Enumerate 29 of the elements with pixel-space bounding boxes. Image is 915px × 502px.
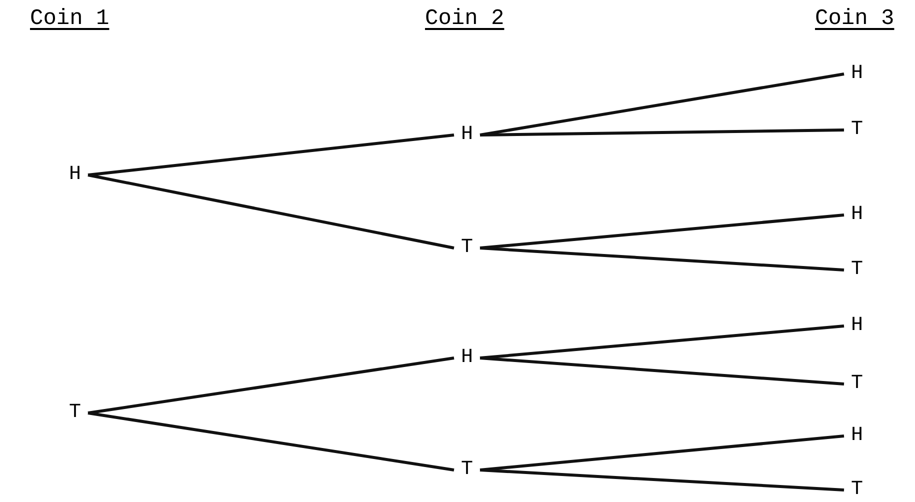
column-heading: Coin 2	[425, 8, 504, 30]
branch-line	[480, 324, 844, 360]
column-heading: Coin 1	[30, 8, 110, 30]
branch-line	[480, 468, 844, 492]
branch-line	[88, 412, 454, 472]
outcome-letter: T	[844, 116, 870, 144]
outcome-letter: H	[844, 422, 870, 450]
branch-line	[480, 72, 844, 136]
outcome-letter: T	[844, 370, 870, 398]
outcome-letter: T	[454, 234, 480, 262]
branch-line	[480, 356, 844, 386]
outcome-letter: H	[454, 121, 480, 149]
outcome-letter: T	[844, 256, 870, 284]
branch-line	[480, 214, 844, 250]
outcome-letter: H	[844, 60, 870, 88]
branch-line	[480, 434, 844, 472]
branch-line	[88, 174, 454, 250]
branch-line	[480, 128, 844, 136]
branch-line	[480, 246, 844, 272]
outcome-letter: T	[454, 456, 480, 484]
branch-line	[88, 134, 454, 176]
column-heading: Coin 3	[815, 8, 894, 30]
outcome-letter: T	[62, 399, 88, 427]
outcome-letter: H	[62, 161, 88, 189]
outcome-letter: H	[454, 344, 480, 372]
branch-line	[88, 356, 454, 414]
outcome-letter: T	[844, 476, 870, 502]
outcome-letter: H	[844, 201, 870, 229]
outcome-letter: H	[844, 312, 870, 340]
